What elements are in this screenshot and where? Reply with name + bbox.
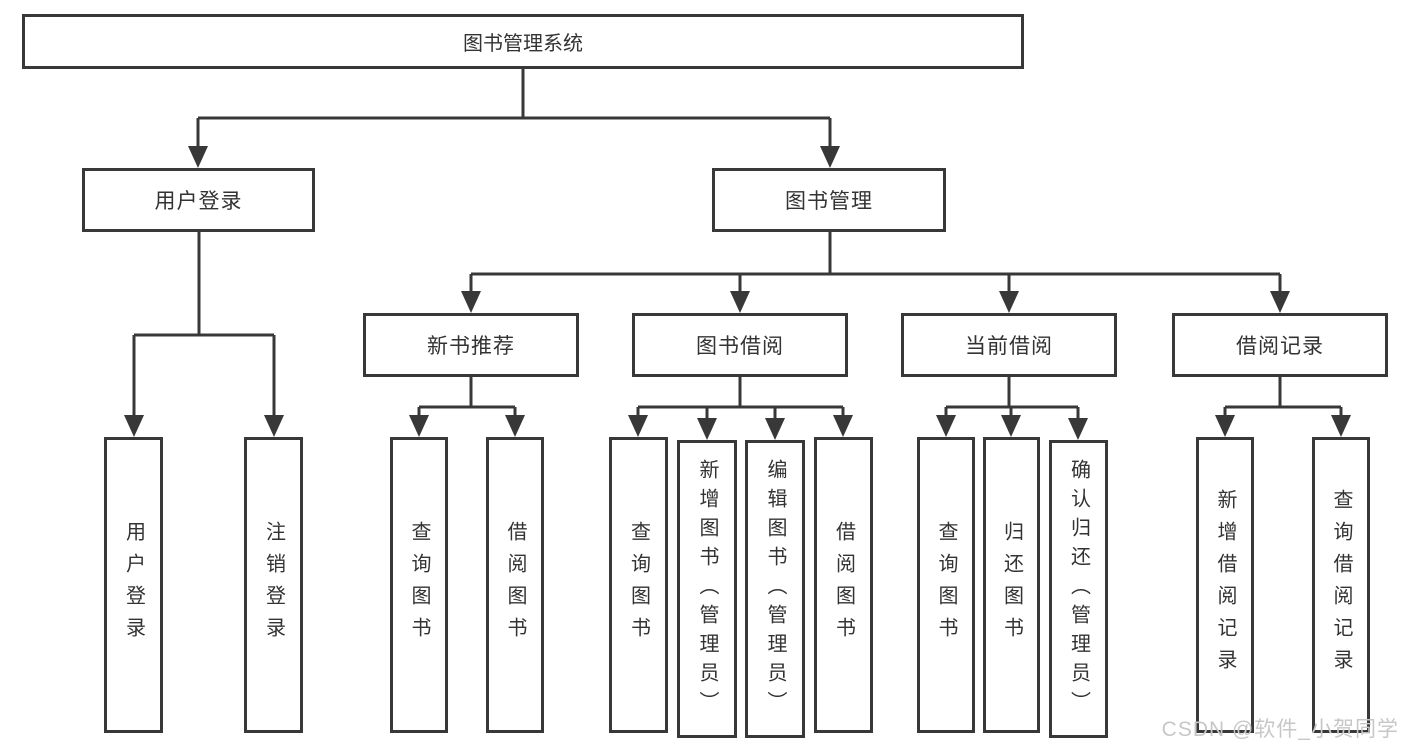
- node-book-borrow: 图书借阅: [632, 313, 848, 377]
- leaf-borrow-add-books-admin-label: 新增图书（管理员）: [696, 458, 718, 720]
- connector-book-management-to-level3: [461, 232, 1290, 313]
- node-new-book-recommend: 新书推荐: [363, 313, 579, 377]
- leaf-newbook-borrow-books: 借阅图书: [486, 437, 544, 733]
- csdn-watermark: CSDN @软件_小贺同学: [1161, 718, 1399, 741]
- connector-current-borrow-to-leaves: [936, 377, 1088, 440]
- leaf-current-query-books-label: 查询图书: [935, 521, 957, 649]
- leaf-user-login: 用户登录: [104, 437, 163, 733]
- leaf-borrow-query-books: 查询图书: [609, 437, 668, 733]
- leaf-newbook-borrow-books-label: 借阅图书: [504, 521, 526, 649]
- leaf-borrow-borrow-books: 借阅图书: [814, 437, 873, 733]
- leaf-current-return-books-label: 归还图书: [1000, 521, 1023, 649]
- leaf-newbook-query-books-label: 查询图书: [408, 521, 430, 649]
- node-book-management: 图书管理: [712, 168, 946, 232]
- node-book-borrow-label: 图书借阅: [696, 335, 784, 358]
- leaf-logout: 注销登录: [244, 437, 303, 733]
- leaf-current-confirm-return-admin-label: 确认归还（管理员）: [1067, 458, 1090, 720]
- node-current-borrow: 当前借阅: [901, 313, 1117, 377]
- leaf-current-confirm-return-admin: 确认归还（管理员）: [1049, 440, 1108, 738]
- node-book-management-label: 图书管理: [785, 190, 873, 213]
- connector-user-login-to-leaves: [124, 232, 284, 437]
- leaf-user-login-label: 用户登录: [122, 521, 145, 649]
- leaf-current-return-books: 归还图书: [983, 437, 1040, 733]
- leaf-newbook-query-books: 查询图书: [390, 437, 448, 733]
- node-new-book-recommend-label: 新书推荐: [427, 335, 515, 358]
- connector-borrow-records-to-leaves: [1215, 377, 1351, 437]
- node-user-login: 用户登录: [82, 168, 315, 232]
- node-current-borrow-label: 当前借阅: [965, 335, 1053, 358]
- leaf-borrow-query-books-label: 查询图书: [627, 521, 650, 649]
- leaf-borrow-borrow-books-label: 借阅图书: [832, 521, 855, 649]
- node-borrow-records: 借阅记录: [1172, 313, 1388, 377]
- leaf-logout-label: 注销登录: [262, 521, 285, 649]
- leaf-current-query-books: 查询图书: [917, 437, 975, 733]
- leaf-borrow-edit-books-admin-label: 编辑图书（管理员）: [764, 458, 786, 720]
- leaf-record-add-borrow-record-label: 新增借阅记录: [1214, 489, 1236, 681]
- connector-root-to-level2: [188, 69, 840, 168]
- leaf-record-query-borrow-record-label: 查询借阅记录: [1330, 489, 1352, 681]
- leaf-record-query-borrow-record: 查询借阅记录: [1312, 437, 1370, 733]
- node-library-system: 图书管理系统: [22, 14, 1024, 69]
- leaf-borrow-add-books-admin: 新增图书（管理员）: [677, 440, 737, 738]
- connector-new-book-recommend-to-leaves: [409, 377, 525, 437]
- connector-book-borrow-to-leaves: [628, 377, 853, 440]
- node-library-system-label: 图书管理系统: [463, 33, 583, 55]
- node-borrow-records-label: 借阅记录: [1236, 335, 1324, 358]
- leaf-borrow-edit-books-admin: 编辑图书（管理员）: [745, 440, 805, 738]
- node-user-login-label: 用户登录: [154, 190, 243, 213]
- leaf-record-add-borrow-record: 新增借阅记录: [1196, 437, 1254, 733]
